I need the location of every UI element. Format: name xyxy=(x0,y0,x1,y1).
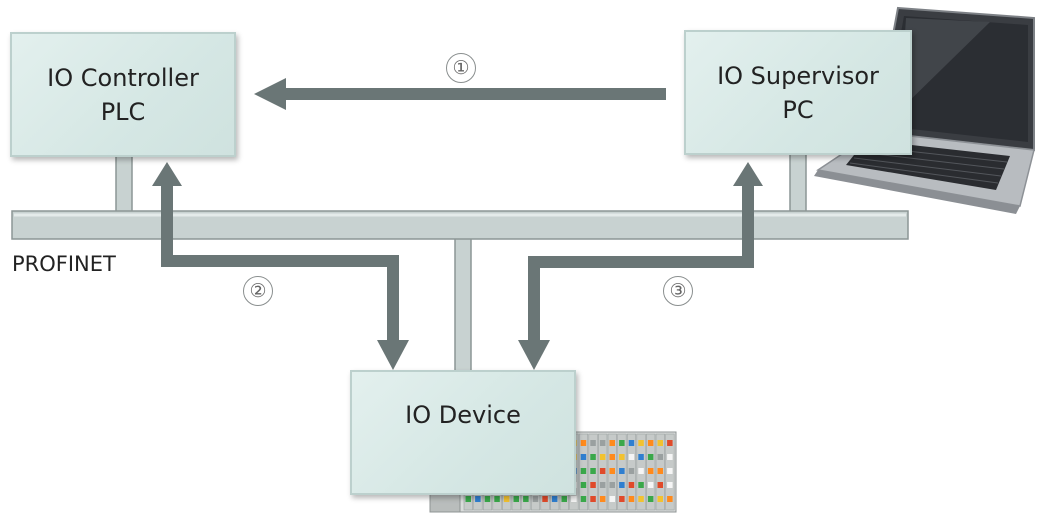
io-controller-label: IO Controller xyxy=(47,63,199,92)
step-2-marker: ② xyxy=(243,276,273,306)
arrow-1 xyxy=(254,78,666,110)
io-supervisor-label: IO Supervisor xyxy=(717,61,879,90)
step-1-marker: ① xyxy=(446,53,476,83)
io-supervisor-box: IO Supervisor PC xyxy=(684,30,912,155)
io-device-label: IO Device xyxy=(405,401,521,429)
io-controller-box: IO Controller PLC xyxy=(10,32,236,157)
io-supervisor-sublabel: PC xyxy=(782,95,814,124)
profinet-label: PROFINET xyxy=(12,252,116,276)
drop-device xyxy=(454,237,472,372)
step-3-marker: ③ xyxy=(663,276,693,306)
arrow-3 xyxy=(518,162,763,370)
drop-supervisor xyxy=(789,152,807,214)
bus-drops xyxy=(115,152,807,372)
drop-controller xyxy=(115,154,133,214)
arrow-2 xyxy=(152,162,409,370)
io-device-box: IO Device xyxy=(350,370,576,495)
io-controller-sublabel: PLC xyxy=(100,97,146,126)
